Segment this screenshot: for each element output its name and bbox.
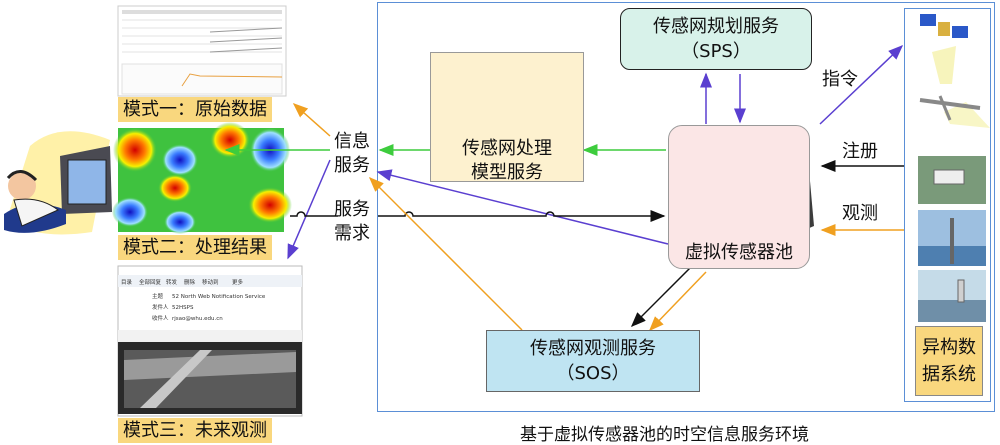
- user-request-arrow-left: [290, 211, 338, 217]
- mail-row-from-key: 发件人: [152, 303, 169, 311]
- mail-row-subject-key: 主题: [152, 292, 164, 300]
- mail-tab-3[interactable]: 转发: [166, 278, 178, 286]
- mail-tab-4[interactable]: 删除: [184, 278, 196, 286]
- command-arrow: [819, 44, 904, 125]
- pool-to-sos-black-arrow: [630, 267, 691, 328]
- virtual-sensor-pool-label: 虚拟传感器池: [685, 242, 793, 263]
- info-service-line2: 服务: [334, 155, 370, 176]
- sensor-lake-photo: [918, 210, 986, 266]
- pool-to-info-arrow: [376, 169, 669, 245]
- virtual-sensor-pool-box: 虚拟传感器池: [668, 125, 810, 269]
- mail-row-to-value: rjsao@whu.edu.cn: [172, 316, 223, 322]
- sps-title: 传感网规划服务: [653, 16, 779, 37]
- satellite-icon: [920, 14, 968, 84]
- sos-box: 传感网观测服务 （SOS）: [486, 330, 700, 392]
- service-request-line1: 服务: [334, 199, 370, 220]
- sps-box: 传感网规划服务 （SPS）: [620, 8, 812, 70]
- sos-title: 传感网观测服务: [530, 338, 656, 359]
- processing-model-title-line1: 传感网处理: [462, 138, 552, 159]
- mode2-label: 模式二：处理结果: [118, 235, 272, 260]
- service-request-line2: 需求: [334, 223, 370, 244]
- command-label: 指令: [822, 69, 858, 90]
- heterogeneous-data-system-label: 异构数 据系统: [915, 326, 983, 396]
- register-label: 注册: [842, 141, 878, 162]
- info-service-label: 信息 服务: [332, 130, 372, 178]
- uav-icon: [919, 95, 990, 128]
- request-to-pool-arrow: [378, 210, 666, 222]
- info-to-mode3-arrow: [287, 159, 331, 260]
- sensor-camera-photo: [918, 156, 986, 204]
- mail-tab-2[interactable]: 全部回复: [139, 278, 162, 286]
- processing-result-heatmap: [112, 122, 292, 234]
- raw-data-screenshot: [117, 5, 287, 97]
- future-observation-screenshot: [117, 265, 303, 417]
- info-service-line1: 信息: [334, 131, 370, 152]
- service-environment-frame: [377, 2, 995, 412]
- service-request-label: 服务 需求: [332, 198, 372, 246]
- mail-tab-1[interactable]: 目录: [121, 278, 133, 286]
- mode3-label: 模式三：未来观测: [118, 418, 272, 443]
- mail-row-from-value: 52HSPS: [172, 305, 194, 311]
- hetero-line2: 据系统: [922, 364, 976, 385]
- mode1-label: 模式一：原始数据: [118, 97, 272, 122]
- sps-acronym: （SPS）: [681, 41, 751, 62]
- observe-label: 观测: [842, 203, 878, 224]
- environment-caption: 基于虚拟传感器池的时空信息服务环境: [520, 425, 809, 445]
- sos-acronym: （SOS）: [556, 363, 630, 384]
- processing-model-box: 传感网处理 模型服务: [430, 52, 584, 183]
- mail-tab-5[interactable]: 移动到: [202, 278, 219, 286]
- pool-to-sos-orange-arrow: [648, 271, 707, 332]
- processing-model-title-line2: 模型服务: [471, 162, 543, 183]
- mail-tab-6[interactable]: 更多: [232, 278, 244, 286]
- heterogeneous-systems-frame: [904, 8, 991, 402]
- mail-row-to-key: 收件人: [152, 314, 169, 322]
- sos-to-info-arrow: [368, 176, 523, 331]
- user-at-computer-icon: [4, 131, 112, 235]
- info-to-mode1-arrow: [292, 103, 331, 137]
- sensor-tower-photo: [918, 270, 986, 322]
- hetero-line1: 异构数: [922, 337, 976, 358]
- mail-row-subject-value: 52 North Web Notification Service: [172, 294, 266, 300]
